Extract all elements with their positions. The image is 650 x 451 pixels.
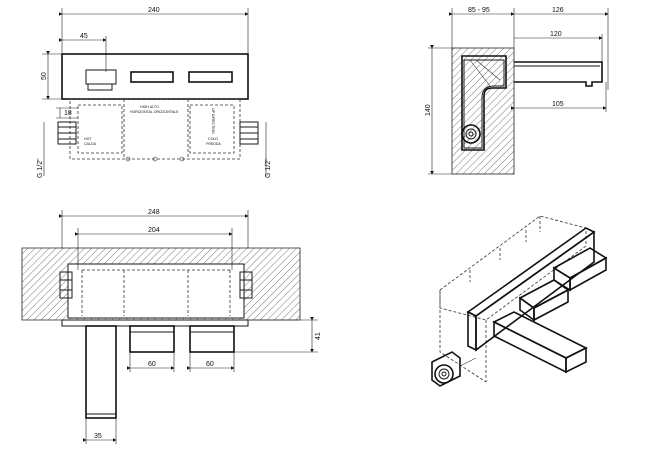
- spout-section: [85, 325, 117, 419]
- dim-140: 140: [425, 104, 432, 116]
- dim-240: 240: [148, 7, 160, 14]
- connector-bottom-left: [59, 271, 73, 299]
- dim-41: 41: [315, 332, 322, 340]
- svg-text:FREDDA: FREDDA: [206, 142, 221, 146]
- spout-side: [514, 61, 603, 87]
- high-label: HIGH ALTO: [140, 105, 159, 109]
- hot-label: HOT: [84, 137, 92, 141]
- section-view: 248 204 41: [21, 209, 322, 444]
- dim-35: 35: [94, 433, 102, 440]
- handle-slot-right: [188, 71, 233, 83]
- wall-section-bottom: [21, 247, 301, 321]
- dim-120: 120: [550, 31, 562, 38]
- isometric-view: [431, 215, 608, 387]
- handle-left: [129, 325, 175, 353]
- svg-text:HORIZONTAL ORIZZONTALE: HORIZONTAL ORIZZONTALE: [130, 110, 179, 114]
- front-plate: [61, 53, 249, 100]
- cold-label: COLD: [208, 137, 218, 141]
- dim-85-95: 85 - 95: [468, 7, 490, 14]
- dim-126: 126: [552, 7, 564, 14]
- dim-18: 18: [64, 110, 72, 117]
- top-label: UP DIRECTION: [211, 108, 215, 134]
- iso-connector: [434, 364, 454, 384]
- thread-right-label: G 1/2": [265, 158, 272, 178]
- iso-front-plate: [466, 227, 596, 317]
- dim-60-left: 60: [148, 361, 156, 368]
- spout-front: [85, 69, 117, 85]
- dim-50: 50: [41, 72, 48, 80]
- side-view: 85 - 95 126 120 140 105: [425, 7, 609, 175]
- handle-right: [189, 325, 235, 353]
- front-view: 240 45 50 18: [37, 7, 272, 178]
- connector-bottom-right: [239, 271, 253, 299]
- iso-spout: [492, 311, 588, 359]
- dim-105: 105: [552, 101, 564, 108]
- handle-slot-left: [130, 71, 174, 83]
- dim-60-right: 60: [206, 361, 214, 368]
- connector-side: [461, 124, 481, 144]
- dim-204: 204: [148, 227, 160, 234]
- dim-45: 45: [80, 33, 88, 40]
- dim-248: 248: [148, 209, 160, 216]
- svg-text:CALDA: CALDA: [84, 142, 97, 146]
- thread-left-label: G 1/2": [37, 158, 44, 178]
